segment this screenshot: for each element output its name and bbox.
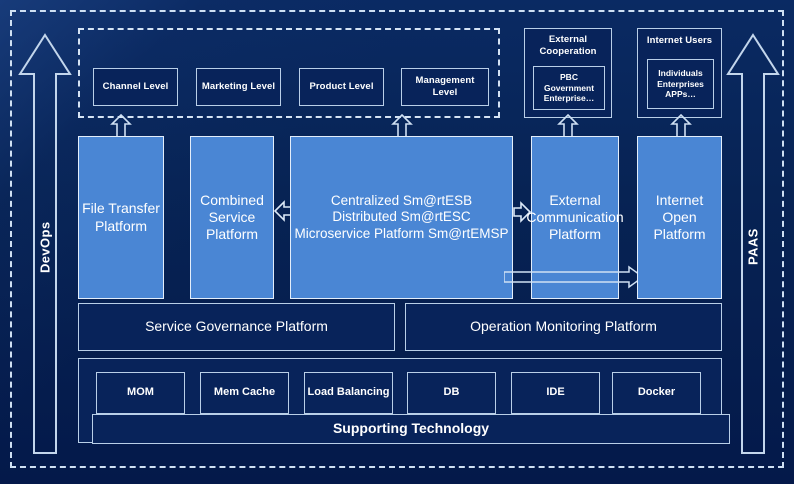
external-cooperation-box[interactable]: External Cooperation PBC Government Ente… [524, 28, 612, 118]
combined-service-platform[interactable]: Combined Service Platform [190, 136, 274, 299]
support-item-docker[interactable]: Docker [612, 372, 701, 414]
devops-arrow: DevOps [18, 32, 72, 456]
internet-open-platform[interactable]: Internet Open Platform [637, 136, 722, 299]
support-item-mom[interactable]: MOM [96, 372, 185, 414]
internet-users-box[interactable]: Internet Users Individuals Enterprises A… [637, 28, 722, 118]
core-platform-line-2: Distributed Sm@rtESC [332, 209, 471, 225]
internet-open-platform-label: Internet Open Platform [653, 191, 706, 243]
level-box-product[interactable]: Product Level [299, 68, 384, 106]
up-arrow-external-communication [557, 114, 579, 138]
level-label-product: Product Level [309, 81, 374, 93]
level-box-management[interactable]: Management Level [401, 68, 489, 106]
level-label-channel: Channel Level [102, 81, 169, 93]
support-item-label-mom: MOM [127, 386, 154, 399]
devops-arrow-label: DevOps [37, 221, 53, 273]
support-item-ide[interactable]: IDE [511, 372, 600, 414]
support-item-label-docker: Docker [637, 386, 676, 399]
external-cooperation-title: External Cooperation [539, 34, 597, 57]
core-platform-box[interactable]: Centralized Sm@rtESB Distributed Sm@rtES… [290, 136, 513, 299]
consumer-levels-group [78, 28, 500, 118]
paas-arrow-label: PAAS [745, 228, 761, 266]
support-item-label-db: DB [443, 386, 460, 399]
core-platform-line-3: Microservice Platform Sm@rtEMSP [294, 225, 509, 241]
level-label-management: Management Level [415, 75, 475, 98]
arrow-core-to-internet-open [504, 265, 644, 289]
support-item-label-load-balancing: Load Balancing [307, 386, 390, 399]
support-item-label-mem-cache: Mem Cache [213, 386, 276, 399]
file-transfer-platform-label: File Transfer Platform [82, 200, 160, 234]
level-label-marketing: Marketing Level [201, 81, 276, 93]
up-arrow-file-transfer [110, 114, 132, 138]
combined-service-platform-label: Combined Service Platform [200, 191, 264, 243]
paas-arrow: PAAS [726, 32, 780, 456]
supporting-technology-banner-label: Supporting Technology [332, 420, 490, 437]
operation-monitoring-platform[interactable]: Operation Monitoring Platform [405, 303, 722, 351]
support-item-db[interactable]: DB [407, 372, 496, 414]
up-arrow-core-platform [391, 114, 413, 138]
internet-users-title: Internet Users [646, 35, 713, 46]
internet-users-inner-label: Individuals Enterprises APPs… [657, 68, 704, 100]
support-item-label-ide: IDE [546, 386, 565, 399]
internet-users-inner: Individuals Enterprises APPs… [647, 59, 714, 109]
external-cooperation-inner: PBC Government Enterprise… [533, 66, 605, 110]
support-item-load-balancing[interactable]: Load Balancing [304, 372, 393, 414]
support-item-mem-cache[interactable]: Mem Cache [200, 372, 289, 414]
service-governance-platform-label: Service Governance Platform [145, 318, 328, 335]
up-arrow-internet-open [670, 114, 692, 138]
core-platform-line-1: Centralized Sm@rtESB [330, 192, 473, 208]
level-box-marketing[interactable]: Marketing Level [196, 68, 281, 106]
external-communication-platform-label: External Communication Platform [526, 191, 624, 243]
service-governance-platform[interactable]: Service Governance Platform [78, 303, 395, 351]
file-transfer-platform[interactable]: File Transfer Platform [78, 136, 164, 299]
outer-dashed-frame [10, 10, 784, 468]
level-box-channel[interactable]: Channel Level [93, 68, 178, 106]
arrow-core-to-external-communication [513, 201, 531, 223]
external-cooperation-inner-label: PBC Government Enterprise… [543, 72, 595, 104]
supporting-technology-banner[interactable]: Supporting Technology [92, 414, 730, 444]
operation-monitoring-platform-label: Operation Monitoring Platform [470, 318, 657, 335]
